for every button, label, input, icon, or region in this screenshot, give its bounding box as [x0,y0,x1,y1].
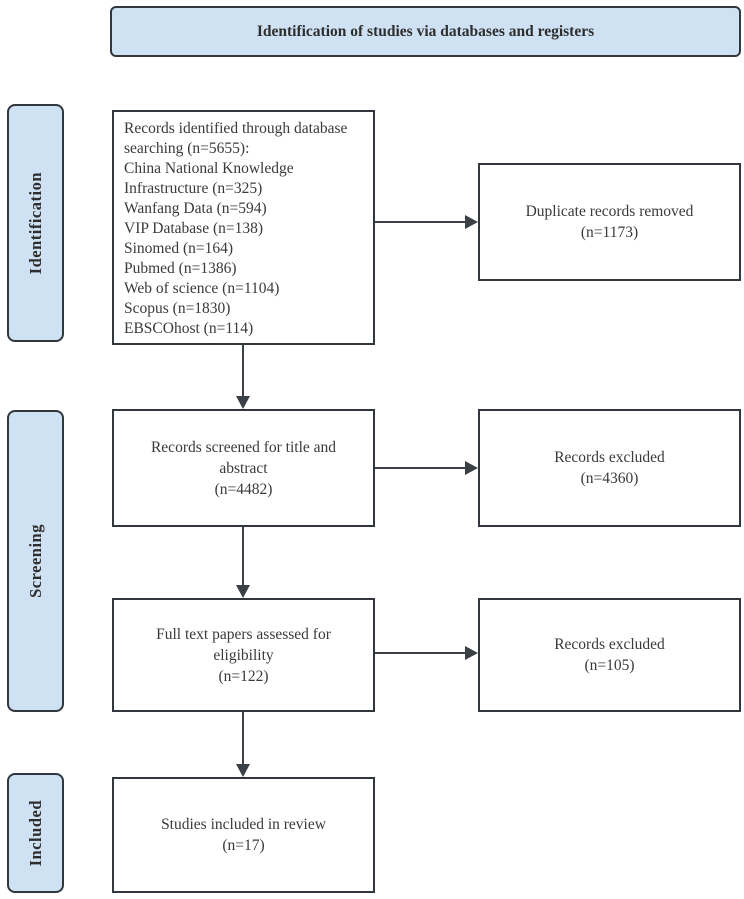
box-records-excluded-full-text: Records excluded (n=105) [478,598,741,712]
stage-label-identification: Identification [25,171,45,275]
stage-box-screening: Screening [7,410,64,712]
box-duplicates-removed: Duplicate records removed (n=1173) [478,163,741,281]
stage-box-included: Included [7,773,64,893]
full-text-assessed-label: Full text papers assessed for eligibilit… [156,625,331,664]
records-identified-line: Pubmed (n=1386) [124,260,237,277]
box-full-text-assessed: Full text papers assessed for eligibilit… [112,598,375,712]
records-excluded-screening-count: (n=4360) [580,470,639,487]
banner-identification-via-databases: Identification of studies via databases … [110,6,741,57]
arrow-screened-to-full-text [236,527,250,598]
records-identified-line: China National Knowledge Infrastructure … [124,160,294,197]
box-records-excluded-screening: Records excluded (n=4360) [478,409,741,527]
box-records-screened: Records screened for title and abstract … [112,409,375,527]
arrow-identified-to-duplicates [375,215,478,229]
duplicates-removed-label: Duplicate records removed [525,203,694,220]
records-identified-line: Sinomed (n=164) [124,240,234,257]
records-excluded-full-text-count: (n=105) [584,657,635,674]
stage-box-identification: Identification [7,104,64,342]
records-identified-line: VIP Database (n=138) [124,220,264,237]
box-records-identified: Records identified through database sear… [112,110,375,345]
arrow-line [242,712,244,766]
studies-included-label: Studies included in review [161,816,326,833]
arrow-head [465,461,478,475]
arrow-head [236,396,250,409]
records-identified-line: EBSCOhost (n=114) [124,320,254,337]
arrow-full-text-to-excluded [375,646,478,660]
arrow-line [375,652,467,654]
arrow-line [242,345,244,398]
full-text-assessed-count: (n=122) [218,667,269,685]
records-identified-line: Scopus (n=1830) [124,300,231,317]
records-identified-line: Wanfang Data (n=594) [124,200,267,217]
records-excluded-full-text-label: Records excluded [554,636,665,653]
arrow-head [465,646,478,660]
stage-label-screening: Screening [25,524,45,598]
stage-label-included: Included [25,799,45,867]
arrow-screened-to-excluded [375,461,478,475]
studies-included-count: (n=17) [222,837,265,854]
arrow-identified-to-screened [236,345,250,409]
records-identified-line: Records identified through database sear… [124,120,348,157]
records-screened-count: (n=4482) [214,480,273,498]
banner-title: Identification of studies via databases … [256,22,595,40]
records-excluded-screening-label: Records excluded [554,449,665,466]
records-screened-label: Records screened for title and abstract [150,438,337,477]
duplicates-removed-count: (n=1173) [580,224,639,241]
arrow-line [375,221,467,223]
box-studies-included: Studies included in review (n=17) [112,777,375,893]
arrow-head [236,764,250,777]
records-identified-line: Web of science (n=1104) [124,280,280,297]
arrow-line [375,467,467,469]
arrow-head [236,585,250,598]
arrow-line [242,527,244,587]
arrow-full-text-to-included [236,712,250,777]
arrow-head [465,215,478,229]
